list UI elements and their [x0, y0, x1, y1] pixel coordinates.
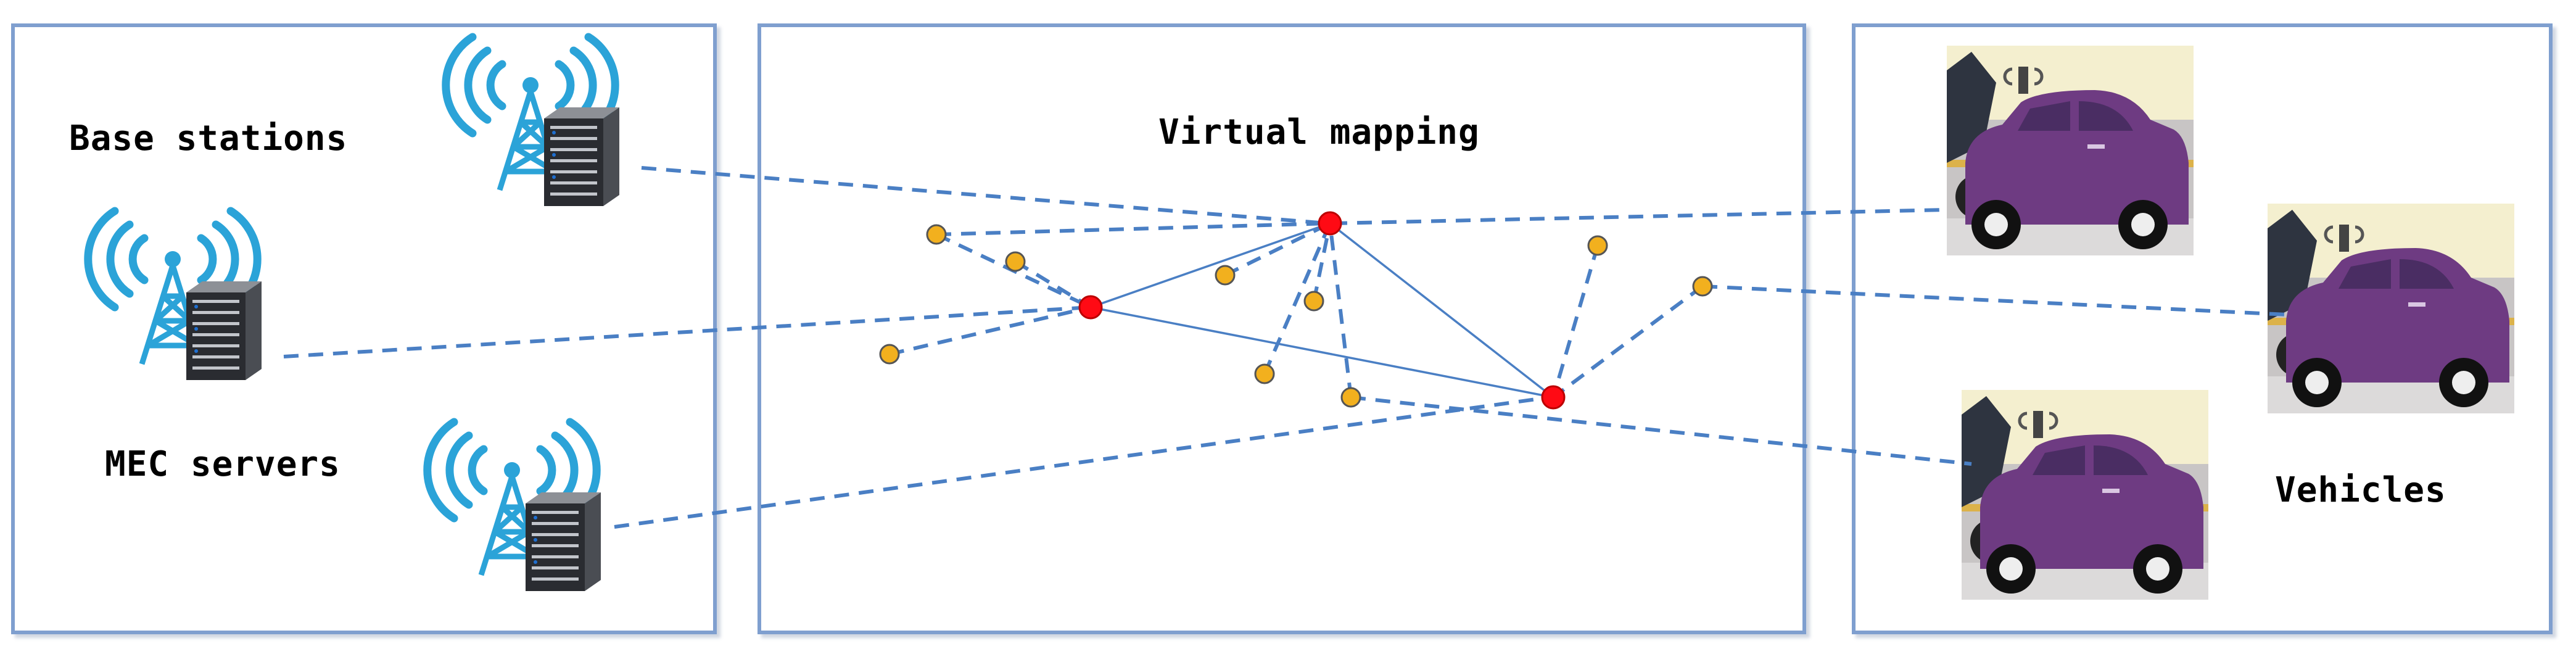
secondary-node — [1005, 251, 1026, 272]
link-bs-top-to-virtual — [641, 166, 1328, 225]
link-secondary-e — [1224, 221, 1331, 277]
link-secondary-g — [1263, 222, 1332, 375]
solid-link-top-right — [1329, 222, 1554, 399]
solid-link-left-right — [1090, 306, 1554, 399]
solid-virtual-links — [1090, 222, 1554, 399]
secondary-node — [1692, 276, 1713, 297]
link-secondary-h — [1328, 223, 1353, 398]
dashed-mapping-links — [283, 166, 2288, 529]
secondary-nodes — [879, 224, 1713, 408]
primary-node-left — [1078, 295, 1103, 320]
virtual-mapping-panel — [758, 23, 1806, 634]
link-virtual-to-vehicle-bottom — [1350, 395, 1972, 466]
vehicle-icon-bottom — [1962, 390, 2208, 600]
link-secondary-d — [889, 305, 1091, 356]
secondary-node — [879, 344, 900, 365]
secondary-node — [1303, 291, 1324, 312]
link-virtual-to-vehicle-top — [1332, 208, 1947, 225]
secondary-node — [1587, 235, 1608, 256]
solid-link-left-top — [1090, 222, 1331, 308]
link-secondary-f — [1312, 223, 1332, 302]
secondary-node — [1215, 265, 1236, 286]
link-secondary-c — [1014, 260, 1092, 309]
vehicle-icon-top — [1947, 46, 2194, 255]
vehicle-icon-middle — [2268, 204, 2514, 413]
base-station-icon-top — [446, 37, 619, 206]
base-station-icon-middle — [88, 211, 262, 380]
mec-servers-label: MEC servers — [105, 444, 341, 484]
primary-nodes — [1078, 211, 1566, 410]
link-virtual-to-vehicle-middle — [1702, 284, 2288, 317]
primary-node-right — [1541, 385, 1566, 410]
link-secondary-i — [1551, 245, 1600, 398]
link-bs-bottom-to-virtual — [614, 395, 1550, 529]
secondary-node — [1340, 387, 1361, 408]
virtual-mapping-label: Virtual mapping — [1158, 112, 1480, 152]
link-bs-middle-to-virtual — [283, 305, 1091, 358]
link-secondary-a — [936, 221, 1331, 236]
link-secondary-j — [1552, 284, 1704, 399]
primary-node-top — [1318, 211, 1342, 236]
secondary-node — [1254, 363, 1275, 384]
vehicles-label: Vehicles — [2275, 470, 2446, 510]
secondary-node — [926, 224, 947, 245]
base-stations-label: Base stations — [69, 118, 348, 159]
base-station-icon-bottom — [427, 422, 601, 591]
